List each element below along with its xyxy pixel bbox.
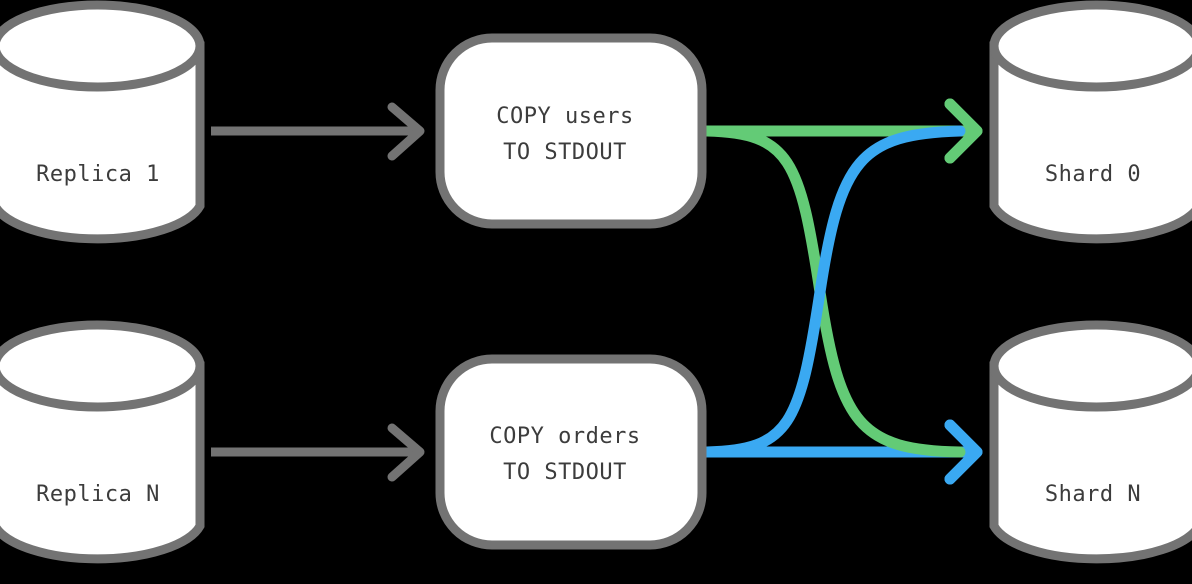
- replican-arrow-head: [387, 423, 425, 482]
- replica-1-cylinder-top: [0, 0, 205, 92]
- shard-0-cylinder-body: [989, 41, 1192, 244]
- node-shard-0[interactable]: Shard 0: [989, 0, 1192, 244]
- copyusers-shardn-arrowhead: [944, 419, 983, 485]
- replica1-arrow-head: [387, 102, 425, 161]
- node-replica-1[interactable]: Replica 1: [0, 0, 205, 244]
- shard-n-cylinder-top: [989, 320, 1192, 412]
- node-copy-users[interactable]: COPY users TO STDOUT: [435, 33, 707, 229]
- copy-users-line1: COPY users: [496, 104, 633, 129]
- copyusers-shardn-curve: [701, 125, 966, 458]
- node-copy-orders[interactable]: COPY orders TO STDOUT: [435, 354, 707, 550]
- copyorders-shard0-curve: [701, 125, 966, 458]
- copy-users-line2: TO STDOUT: [503, 140, 627, 165]
- shard-n-label: Shard N: [1045, 482, 1141, 507]
- replica-1-label: Replica 1: [36, 162, 160, 187]
- replica-n-label: Replica N: [36, 482, 160, 507]
- replica-1-cylinder-body: [0, 41, 205, 244]
- node-replica-n[interactable]: Replica N: [0, 320, 205, 564]
- edge-copyorders-to-shard0: [701, 98, 983, 458]
- copyorders-shard0-arrowhead: [944, 98, 983, 164]
- shard-n-cylinder-body: [989, 361, 1192, 564]
- shard-0-label: Shard 0: [1045, 162, 1141, 187]
- copy-orders-box: [435, 354, 707, 550]
- edge-replican-to-copyorders: [211, 423, 425, 482]
- copy-users-box: [435, 33, 707, 229]
- shard-0-cylinder-top: [989, 0, 1192, 92]
- replica-n-cylinder-top: [0, 320, 205, 412]
- node-shard-n[interactable]: Shard N: [989, 320, 1192, 564]
- replica-n-cylinder-body: [0, 361, 205, 564]
- edge-replica1-to-copyusers: [211, 102, 425, 161]
- copy-orders-line2: TO STDOUT: [503, 460, 627, 485]
- copy-orders-line1: COPY orders: [489, 424, 640, 449]
